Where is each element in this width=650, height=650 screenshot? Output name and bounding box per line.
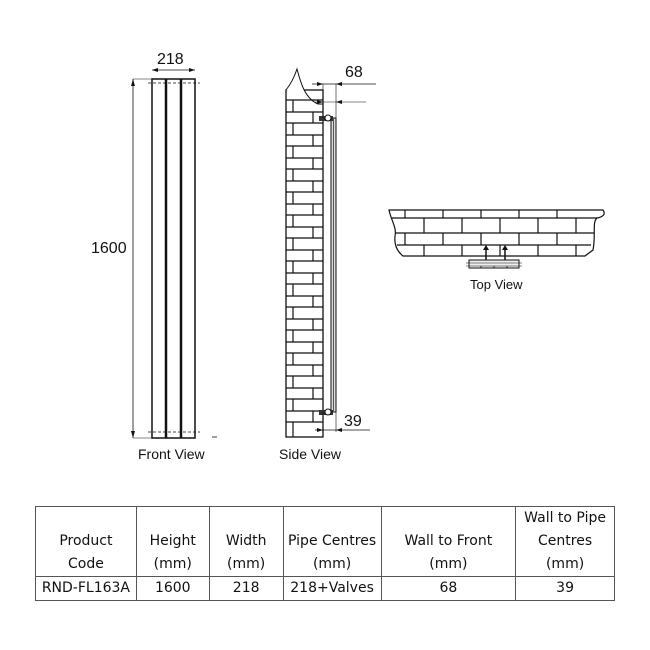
cell-wall-to-pipe-centres: 39 [515,576,615,601]
header-width: Width(mm) [208,506,284,577]
cell-pipe-centres: 218+Valves [282,576,382,601]
table-row: RND-FL163A 1600 218 218+Valves 68 39 [35,576,615,601]
wall-to-front-dimension: 68 [345,64,363,81]
header-height: Height(mm) [135,506,210,577]
cell-width: 218 [208,576,284,601]
top-view-label: Top View [470,277,523,292]
side-view-label: Side View [279,446,342,462]
header-pipe-centres: Pipe Centres(mm) [282,506,382,577]
front-width-dimension: 218 [157,51,184,68]
cell-product-code: RND-FL163A [35,576,137,601]
front-view-label: Front View [138,446,205,462]
front-height-dimension: 1600 [91,240,127,257]
front-view-drawing [131,68,217,439]
top-view-drawing [388,209,605,269]
cell-wall-to-front: 68 [380,576,517,601]
header-wall-to-front: Wall to Front(mm) [380,506,517,577]
side-view-drawing [285,67,376,438]
wall-to-pipe-dimension: 39 [344,413,362,430]
cell-height: 1600 [135,576,210,601]
